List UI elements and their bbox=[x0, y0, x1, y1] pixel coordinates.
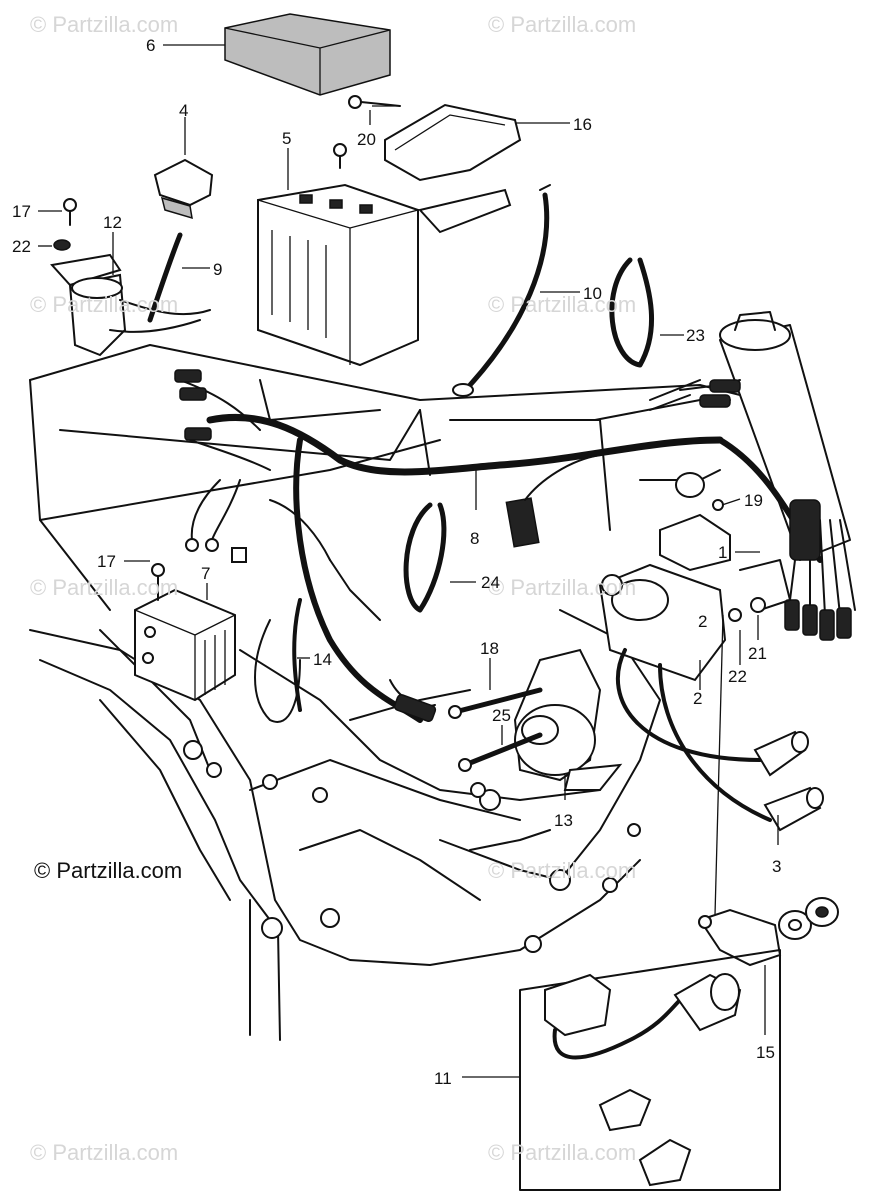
cable-band-23 bbox=[609, 257, 654, 368]
part-label-24: 24 bbox=[481, 573, 500, 592]
part-label-22: 22 bbox=[728, 667, 747, 686]
part-label-17: 17 bbox=[12, 202, 31, 221]
leader-lines bbox=[38, 44, 779, 1078]
watermark: © Partzilla.com bbox=[30, 12, 179, 37]
part-label-17: 17 bbox=[97, 552, 116, 571]
battery-cable bbox=[452, 184, 551, 397]
part-label-7: 7 bbox=[201, 564, 211, 583]
part-label-22: 22 bbox=[12, 237, 31, 256]
cable-band-24 bbox=[403, 502, 447, 613]
part-label-10: 10 bbox=[583, 284, 602, 303]
neutral-switch bbox=[698, 897, 839, 967]
part-label-9: 9 bbox=[213, 260, 223, 279]
starter-relay bbox=[50, 198, 211, 357]
part-label-2: 2 bbox=[698, 612, 708, 631]
watermark: © Partzilla.com bbox=[30, 292, 179, 317]
part-label-14: 14 bbox=[313, 650, 332, 669]
part-label-2: 2 bbox=[693, 689, 703, 708]
part-label-1: 1 bbox=[718, 543, 728, 562]
watermark: © Partzilla.com bbox=[30, 575, 179, 600]
wire-harness-sub bbox=[292, 598, 302, 712]
watermark: © Partzilla.com bbox=[488, 292, 637, 317]
part-label-19: 19 bbox=[744, 491, 763, 510]
part-label-20: 20 bbox=[357, 130, 376, 149]
part-label-12: 12 bbox=[103, 213, 122, 232]
regulator bbox=[134, 563, 236, 702]
part-label-15: 15 bbox=[756, 1043, 775, 1062]
watermark: © Partzilla.com bbox=[30, 1140, 179, 1165]
part-label-13: 13 bbox=[554, 811, 573, 830]
copyright-text: © Partzilla.com bbox=[34, 858, 183, 883]
watermark: © Partzilla.com bbox=[488, 12, 637, 37]
part-label-3: 3 bbox=[772, 857, 782, 876]
main-wire-harness bbox=[174, 369, 856, 723]
part-label-16: 16 bbox=[573, 115, 592, 134]
battery bbox=[257, 183, 419, 367]
terminal-cover bbox=[153, 158, 214, 220]
battery-holder bbox=[333, 95, 522, 234]
ignition-coil bbox=[598, 563, 772, 822]
part-label-18: 18 bbox=[480, 639, 499, 658]
ignition-switch-inset bbox=[519, 949, 781, 1191]
spark-plug-caps bbox=[753, 730, 824, 832]
part-label-4: 4 bbox=[179, 101, 189, 120]
watermark: © Partzilla.com bbox=[488, 1140, 637, 1165]
part-label-8: 8 bbox=[470, 529, 480, 548]
part-label-11: 11 bbox=[434, 1069, 452, 1088]
part-label-6: 6 bbox=[146, 36, 156, 55]
watermark: © Partzilla.com bbox=[488, 858, 637, 883]
battery-pad bbox=[224, 13, 391, 96]
watermark: © Partzilla.com bbox=[488, 575, 637, 600]
signal-relay bbox=[659, 472, 791, 611]
part-label-25: 25 bbox=[492, 706, 511, 725]
part-label-21: 21 bbox=[748, 644, 767, 663]
horn-assembly bbox=[448, 648, 623, 791]
part-label-23: 23 bbox=[686, 326, 705, 345]
part-label-5: 5 bbox=[282, 129, 292, 148]
